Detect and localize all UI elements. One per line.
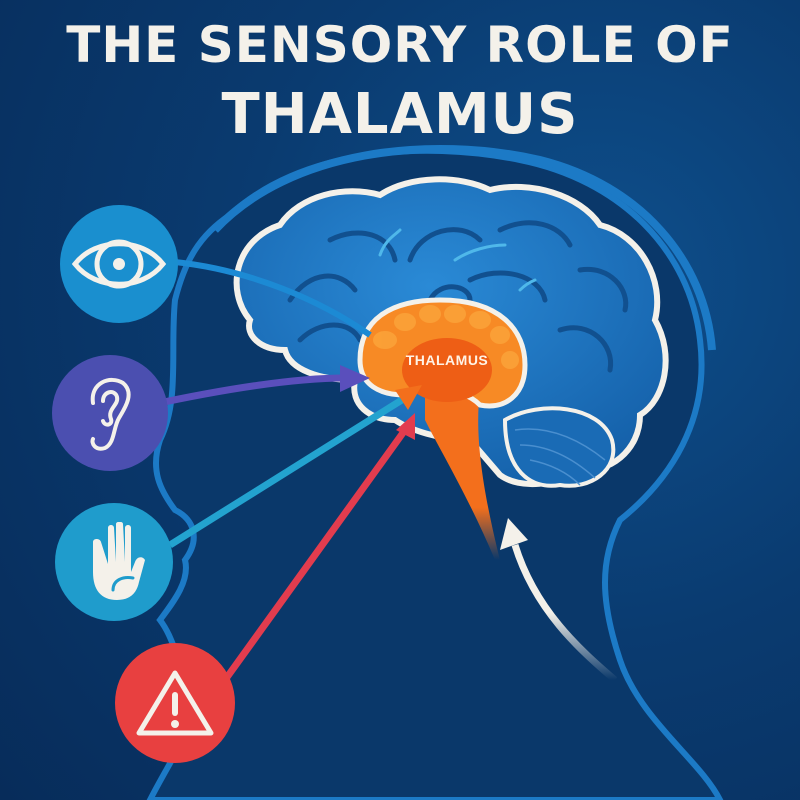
pain-pathway (222, 427, 408, 683)
hearing-pathway (149, 374, 346, 409)
ascending-arrow (511, 543, 618, 683)
thalamus-label: THALAMUS (405, 352, 489, 368)
ear-icon (90, 377, 131, 451)
touch-pathway (168, 395, 407, 548)
hearing-circle (52, 355, 168, 471)
title-line-2: THALAMUS (221, 82, 579, 147)
title-line-1: THE SENSORY ROLE OF (66, 16, 734, 74)
vision-pathway (174, 259, 372, 338)
title: THE SENSORY ROLE OF THALAMUS (0, 10, 800, 150)
eye-icon (71, 239, 167, 289)
touch-circle (55, 503, 173, 621)
hand-icon (93, 522, 145, 600)
vision-circle (60, 205, 178, 323)
cerebellum (502, 406, 616, 488)
pain-circle (115, 643, 235, 763)
brainstem (425, 385, 500, 560)
warning-icon (136, 670, 214, 736)
